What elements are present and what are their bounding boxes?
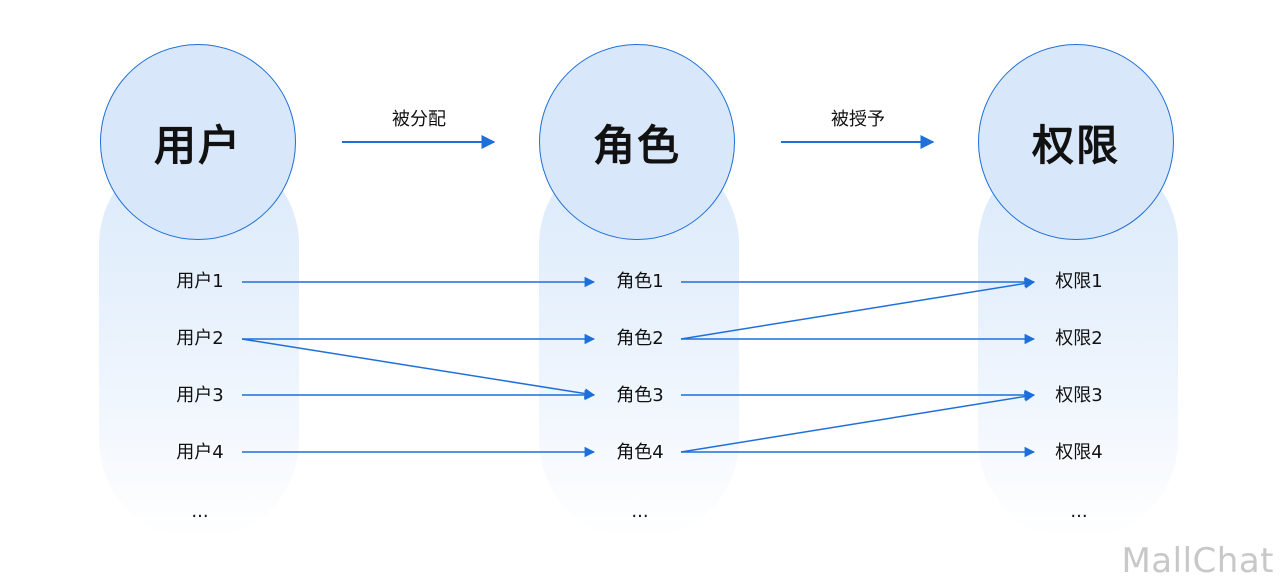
role-item-2: 角色2 — [616, 328, 664, 349]
role-item-1: 角色1 — [616, 271, 664, 292]
link-arrow-10 — [680, 391, 1036, 453]
permissions-title: 权限 — [1031, 120, 1120, 170]
link-arrows — [241, 276, 1036, 458]
permissions-ellipsis: ... — [1070, 501, 1088, 522]
permission-item-1: 权限1 — [1055, 271, 1103, 292]
user-item-3: 用户3 — [176, 385, 224, 406]
watermark: MallChat — [1121, 541, 1274, 581]
permissions-circle: 权限 — [978, 44, 1174, 240]
user-item-4: 用户4 — [176, 442, 224, 463]
role-item-3: 角色3 — [616, 385, 664, 406]
user-item-2: 用户2 — [176, 328, 224, 349]
permission-item-2: 权限2 — [1055, 328, 1103, 349]
users-ellipsis: ... — [191, 501, 209, 522]
link-arrow-7 — [680, 278, 1036, 340]
roles-title: 角色 — [592, 120, 681, 170]
roles-ellipsis: ... — [631, 501, 649, 522]
users-circle: 用户 — [100, 44, 296, 240]
relation-label-assigned: 被分配 — [392, 109, 446, 130]
user-item-1: 用户1 — [176, 271, 224, 292]
role-item-4: 角色4 — [616, 442, 664, 463]
permission-item-4: 权限4 — [1055, 442, 1103, 463]
relation-label-granted: 被授予 — [831, 109, 885, 130]
link-arrow-3 — [241, 338, 596, 399]
roles-circle: 角色 — [539, 44, 735, 240]
users-title: 用户 — [153, 120, 242, 170]
permission-item-3: 权限3 — [1055, 385, 1103, 406]
